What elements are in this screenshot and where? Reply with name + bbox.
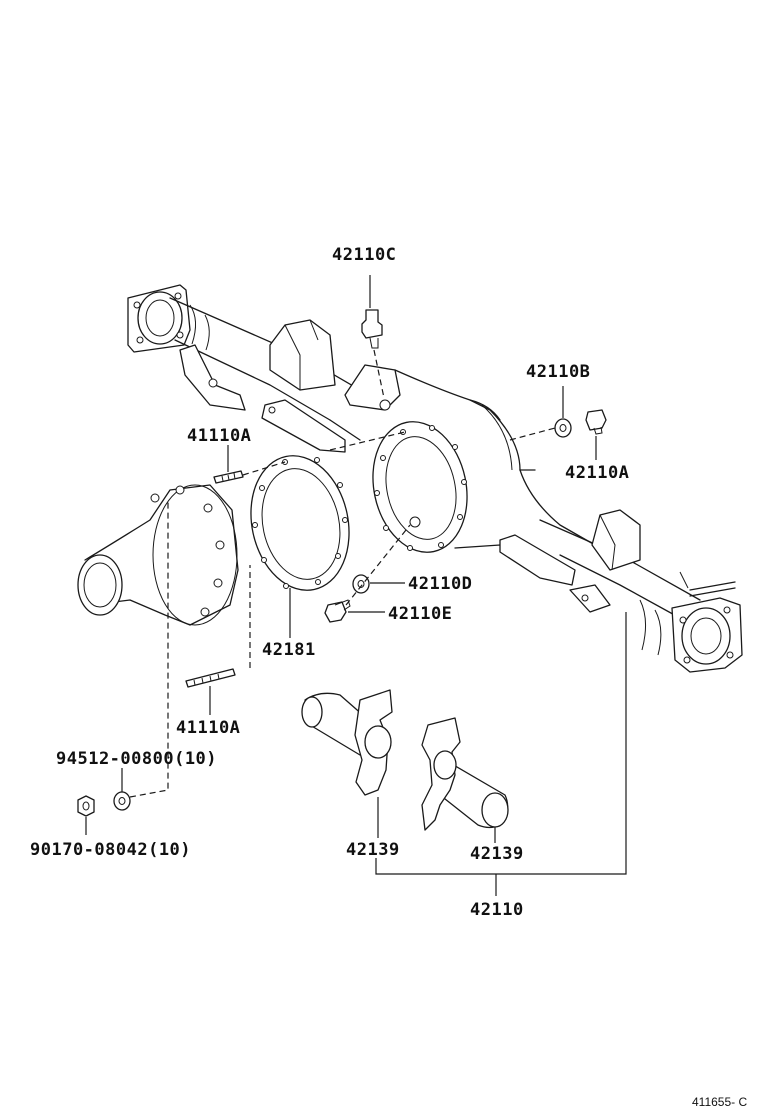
differential-carrier-drawing bbox=[77, 484, 239, 626]
axle-bracket-right-drawing bbox=[421, 717, 509, 831]
label-42181: 42181 bbox=[262, 640, 316, 660]
label-42110A: 42110A bbox=[565, 463, 629, 483]
label-90170-08042: 90170-08042(10) bbox=[30, 840, 191, 860]
leader-lines bbox=[85, 275, 627, 896]
small-parts-drawing bbox=[77, 309, 607, 817]
axle-bracket-left-drawing bbox=[301, 689, 393, 796]
gasket-drawing bbox=[250, 455, 350, 591]
stud-bolts-drawing bbox=[185, 470, 244, 688]
label-41110A-top: 41110A bbox=[187, 426, 251, 446]
label-42110D: 42110D bbox=[408, 574, 472, 594]
label-42110C: 42110C bbox=[332, 245, 396, 265]
figure-code: 411655- C bbox=[692, 1095, 747, 1109]
label-42139-right: 42139 bbox=[470, 844, 524, 864]
label-94512-00800: 94512-00800(10) bbox=[56, 749, 217, 769]
label-42110E: 42110E bbox=[388, 604, 452, 624]
label-42110B: 42110B bbox=[526, 362, 590, 382]
part-labels: 42110C 42110B 42110A 41110A 42110D 42110… bbox=[30, 245, 747, 1109]
label-41110A-bottom: 41110A bbox=[176, 718, 240, 738]
label-42110: 42110 bbox=[470, 900, 524, 920]
axle-housing-drawing bbox=[127, 284, 743, 673]
label-42139-left: 42139 bbox=[346, 840, 400, 860]
